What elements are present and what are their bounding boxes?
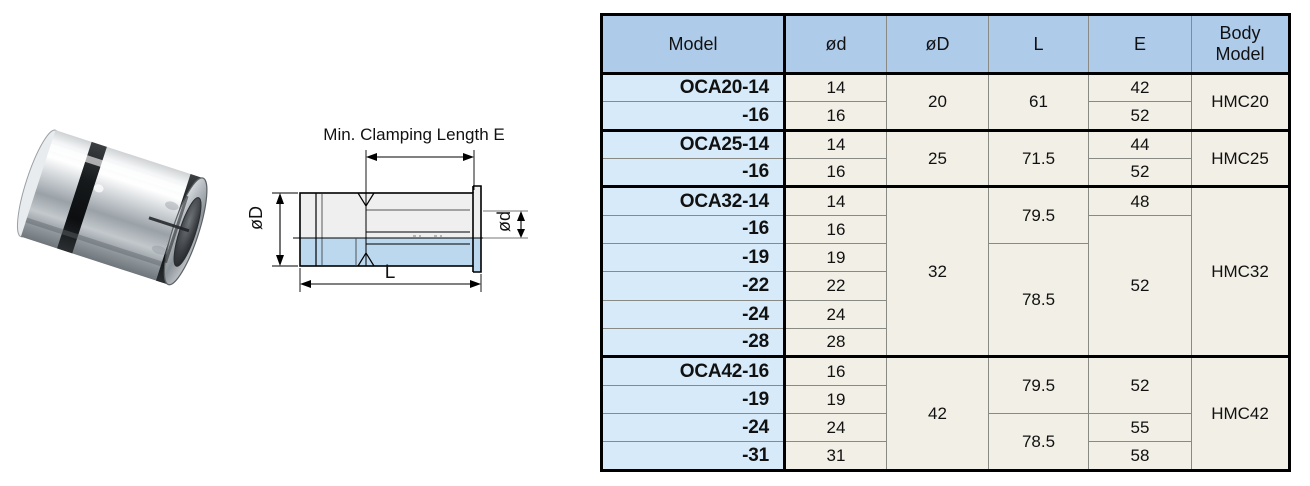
cell-clamping-length: 48 bbox=[1088, 185, 1192, 216]
cell-clamping-length: 55 bbox=[1088, 413, 1192, 443]
cell-inner-diameter: 16 bbox=[784, 355, 887, 386]
cell-model: -19 bbox=[601, 384, 786, 415]
header-outer-diameter: øD bbox=[886, 14, 989, 75]
header-body-model: Body Model bbox=[1191, 14, 1290, 75]
cell-length: 78.5 bbox=[988, 243, 1089, 358]
cell-inner-diameter: 16 bbox=[784, 158, 887, 188]
cell-inner-diameter: 28 bbox=[784, 328, 887, 358]
cell-length: 78.5 bbox=[988, 413, 1089, 471]
cell-model: -22 bbox=[601, 271, 786, 301]
cell-inner-diameter: 14 bbox=[784, 128, 887, 160]
cell-length: 79.5 bbox=[988, 185, 1089, 245]
cell-clamping-length: 52 bbox=[1088, 158, 1192, 188]
cell-model: OCA42-16 bbox=[601, 355, 786, 386]
outer-diameter-label: øD bbox=[246, 206, 266, 230]
collet-sleeve-photo bbox=[16, 129, 208, 286]
cell-model: -24 bbox=[601, 413, 786, 443]
cell-length: 61 bbox=[988, 72, 1089, 131]
cell-body-model: HMC42 bbox=[1191, 355, 1290, 471]
header-length: L bbox=[988, 14, 1089, 75]
header-row: Model ød øD L E Body Model bbox=[601, 14, 1290, 75]
cell-model: OCA25-14 bbox=[601, 128, 786, 160]
cell-outer-diameter: 20 bbox=[886, 72, 989, 131]
header-inner-diameter: ød bbox=[784, 14, 887, 75]
cell-model: -16 bbox=[601, 214, 786, 245]
cell-inner-diameter: 14 bbox=[784, 71, 887, 103]
collet-dimension-drawing: Min. Clamping Length E øD ød L bbox=[246, 125, 528, 292]
cell-body-model: HMC32 bbox=[1191, 185, 1290, 358]
cell-outer-diameter: 42 bbox=[886, 355, 989, 471]
cell-model: -31 bbox=[601, 441, 786, 471]
cell-clamping-length: 42 bbox=[1088, 71, 1192, 103]
header-body-model-line2: Model bbox=[1215, 44, 1265, 64]
length-label: L bbox=[385, 262, 396, 283]
table-header: Model ød øD L E Body Model bbox=[601, 14, 1290, 75]
cell-length: 79.5 bbox=[988, 355, 1089, 415]
cell-inner-diameter: 31 bbox=[784, 441, 887, 471]
cell-clamping-length: 52 bbox=[1088, 101, 1192, 131]
product-photo bbox=[0, 0, 240, 486]
cell-model: OCA20-14 bbox=[601, 71, 786, 103]
technical-drawing: Min. Clamping Length E øD ød L bbox=[238, 0, 590, 486]
clamping-length-label: Min. Clamping Length E bbox=[323, 125, 504, 144]
cell-model: -24 bbox=[601, 299, 786, 330]
cell-inner-diameter: 16 bbox=[784, 214, 887, 245]
cell-body-model: HMC25 bbox=[1191, 128, 1290, 188]
cell-outer-diameter: 32 bbox=[886, 185, 989, 358]
cell-inner-diameter: 22 bbox=[784, 271, 887, 301]
header-body-model-line1: Body bbox=[1219, 23, 1261, 44]
cell-clamping-length: 52 bbox=[1088, 214, 1192, 358]
header-model: Model bbox=[601, 14, 786, 75]
cell-clamping-length: 58 bbox=[1088, 441, 1192, 471]
cell-clamping-length: 52 bbox=[1088, 355, 1192, 415]
cell-inner-diameter: 24 bbox=[784, 299, 887, 330]
cell-clamping-length: 44 bbox=[1088, 128, 1192, 160]
cell-inner-diameter: 14 bbox=[784, 185, 887, 216]
sleeve-body bbox=[16, 129, 208, 286]
cell-body-model: HMC20 bbox=[1191, 72, 1290, 131]
cell-inner-diameter: 19 bbox=[784, 243, 887, 273]
cell-model: -16 bbox=[601, 101, 786, 131]
cell-inner-diameter: 16 bbox=[784, 101, 887, 131]
inner-diameter-label: ød bbox=[494, 211, 514, 232]
cell-model: -28 bbox=[601, 328, 786, 358]
cell-model: -16 bbox=[601, 158, 786, 188]
cell-model: -19 bbox=[601, 243, 786, 273]
header-clamping-length: E bbox=[1088, 14, 1192, 75]
cell-model: OCA32-14 bbox=[601, 185, 786, 216]
cell-inner-diameter: 24 bbox=[784, 413, 887, 443]
cell-outer-diameter: 25 bbox=[886, 128, 989, 188]
cell-length: 71.5 bbox=[988, 128, 1089, 188]
cell-inner-diameter: 19 bbox=[784, 384, 887, 415]
